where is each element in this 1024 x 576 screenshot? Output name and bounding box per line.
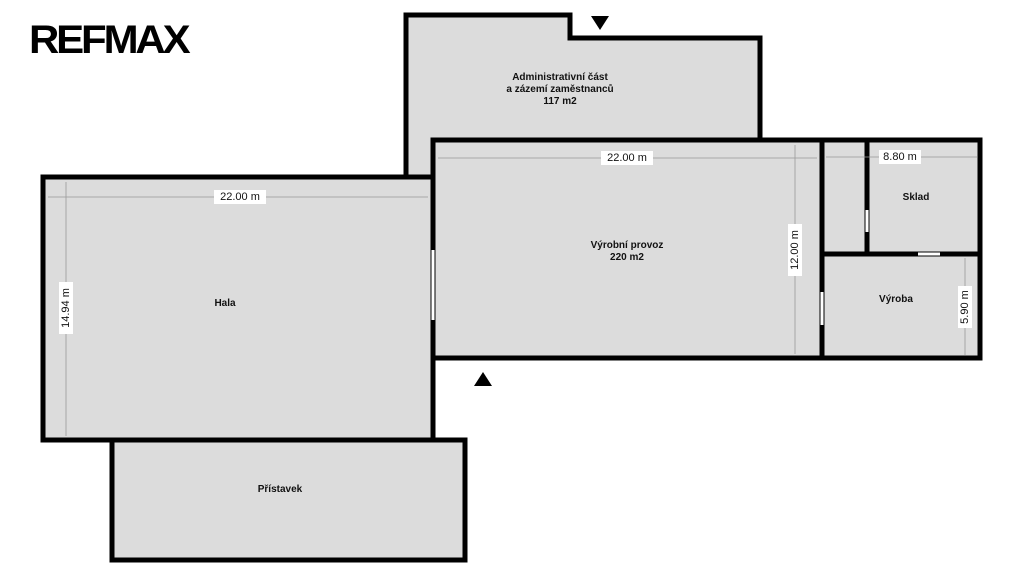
room-hala bbox=[40, 174, 436, 443]
dim-sklad-width: 8.80 m bbox=[883, 151, 917, 163]
dim-hala-depth: 14.94 m bbox=[60, 288, 72, 328]
room-vyroba bbox=[819, 251, 983, 361]
label-admin-line2: a zázemí zaměstnanců bbox=[506, 83, 613, 95]
label-vyroba: Výroba bbox=[879, 294, 913, 305]
room-vyrobni-provoz bbox=[430, 137, 825, 361]
label-admin-area: 117 m2 bbox=[543, 96, 577, 107]
room-pristavek bbox=[109, 437, 468, 563]
entrance-arrow-top-icon bbox=[591, 16, 609, 30]
label-admin-line1: Administrativní část bbox=[512, 72, 608, 83]
dim-vyrobni-width: 22.00 m bbox=[607, 152, 647, 164]
entrance-arrow-bottom-icon bbox=[474, 372, 492, 386]
dim-vyrobni-depth: 12.00 m bbox=[789, 230, 801, 270]
dim-vyroba-depth: 5.90 m bbox=[959, 290, 971, 324]
remax-logo: REFMAX bbox=[29, 18, 191, 62]
label-hala: Hala bbox=[214, 298, 236, 309]
label-vyrobni-area: 220 m2 bbox=[610, 252, 644, 263]
label-sklad: Sklad bbox=[903, 192, 930, 203]
dim-hala-width: 22.00 m bbox=[220, 191, 260, 203]
label-vyrobni-name: Výrobní provoz bbox=[591, 240, 664, 251]
label-pristavek: Přístavek bbox=[258, 484, 303, 495]
